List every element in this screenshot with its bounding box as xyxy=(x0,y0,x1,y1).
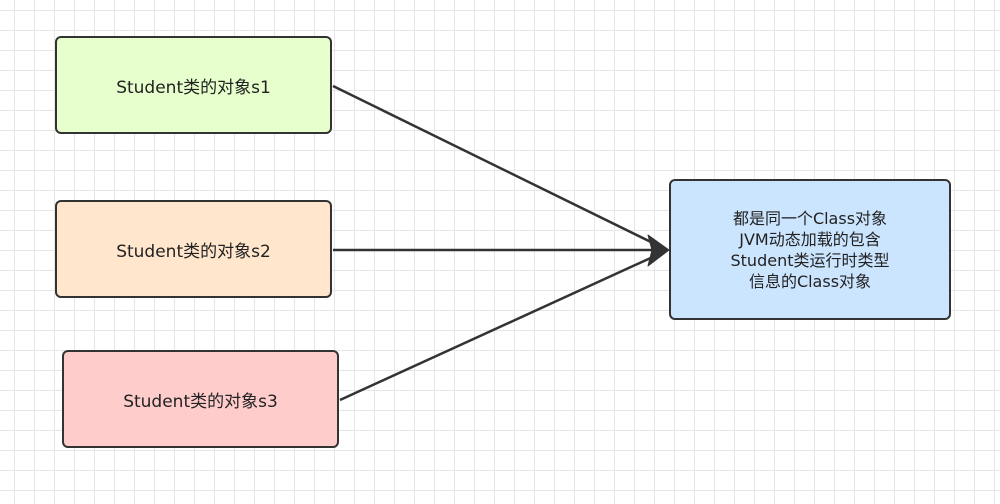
arrowhead xyxy=(647,234,670,267)
node-student-s1[interactable]: Student类的对象s1 xyxy=(55,36,332,134)
node-student-s2[interactable]: Student类的对象s2 xyxy=(55,200,332,298)
edge-s1-to-class xyxy=(332,84,656,246)
node-label-line: 都是同一个Class对象 xyxy=(732,208,888,228)
edge-s3-to-class xyxy=(339,254,656,402)
node-class-object[interactable]: 都是同一个Class对象 JVM动态加载的包含 Student类运行时类型 信息… xyxy=(669,179,951,320)
node-student-s3[interactable]: Student类的对象s3 xyxy=(62,350,339,448)
node-label: Student类的对象s3 xyxy=(123,391,278,412)
node-label-line: JVM动态加载的包含 xyxy=(739,229,881,249)
node-label: Student类的对象s2 xyxy=(116,241,271,262)
node-label-line: Student类运行时类型 xyxy=(730,250,890,270)
node-label: Student类的对象s1 xyxy=(116,77,271,98)
node-label-line: 信息的Class对象 xyxy=(748,271,872,291)
